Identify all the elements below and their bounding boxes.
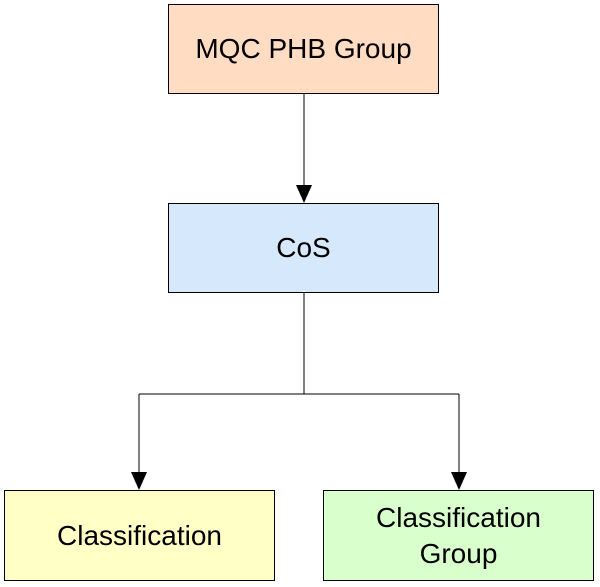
node-classification-group: Classification Group (323, 490, 594, 581)
node-label: Classification Group (376, 501, 541, 569)
arrowhead-cos (296, 185, 312, 203)
node-cos: CoS (168, 203, 439, 293)
arrowhead-classification (131, 472, 147, 490)
node-mqc-phb-group: MQC PHB Group (168, 4, 439, 94)
node-label: Classification (57, 519, 222, 551)
node-classification: Classification (4, 490, 275, 581)
node-label: CoS (276, 232, 331, 263)
arrowhead-classification-group (451, 472, 467, 490)
node-label: MQC PHB Group (195, 33, 412, 64)
